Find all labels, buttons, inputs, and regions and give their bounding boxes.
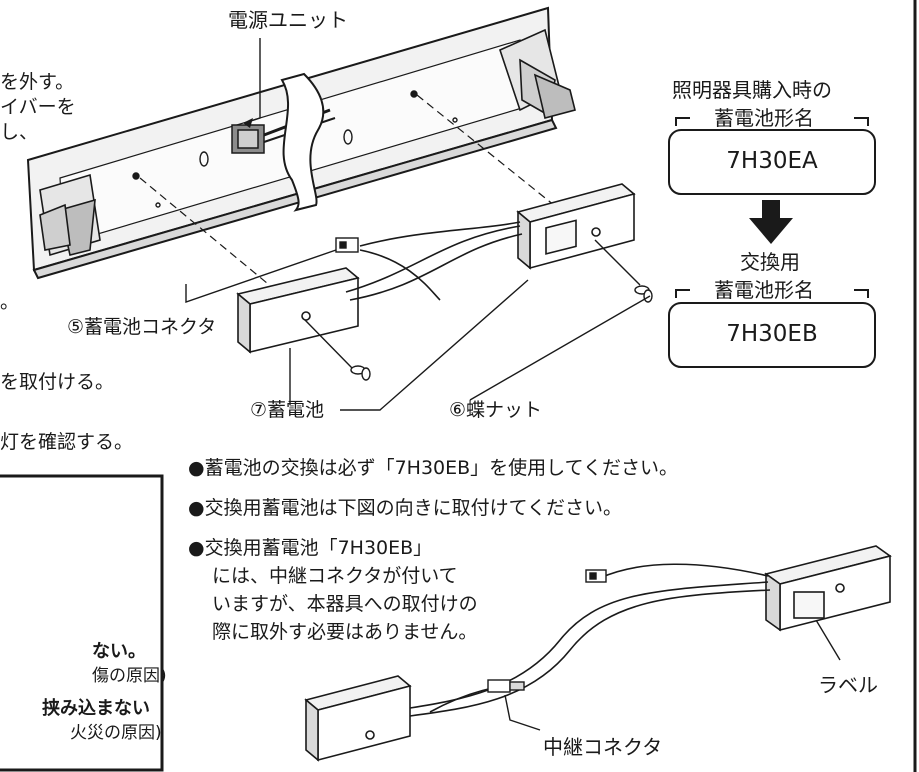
note-relay-2: には、中継コネクタが付いて: [212, 565, 458, 587]
chassis-holes: [132, 90, 458, 208]
relay-connector: [487, 569, 607, 693]
note-relay-3: いますが、本器具への取付けの: [212, 593, 478, 615]
callout-battery: ⑦蓄電池: [250, 399, 325, 421]
bracket-marks: [675, 117, 869, 298]
step-text-cutoff-5: を取付ける。: [0, 371, 115, 393]
warning-line-4: 火災の原因): [70, 723, 162, 743]
note-relay-4: 際に取外す必要はありません。: [212, 621, 478, 643]
model-original-value: 7H30EA: [726, 148, 818, 174]
note-orientation: ●交換用蓄電池は下図の向きに取付けてください。: [188, 497, 623, 519]
battery-upper-left: [236, 267, 360, 354]
wing-nuts: [304, 239, 653, 381]
warning-line-3: 挟み込まない: [42, 698, 150, 719]
callout-relay-connector: 中継コネクタ: [543, 735, 663, 759]
model-replace-title-1: 交換用: [740, 250, 800, 274]
warning-box-frame: [0, 474, 164, 772]
battery-lower-right: [764, 545, 892, 632]
leader-lines: [185, 38, 841, 731]
battery-connector: [335, 237, 359, 253]
step-text-cutoff-1: を外す。: [0, 71, 75, 93]
callout-wing-nut: ⑥蝶ナット: [449, 399, 543, 421]
battery-lower-left: [304, 675, 412, 762]
model-original-title-2: 蓄電池形名: [714, 106, 814, 130]
battery-cables: [345, 221, 523, 301]
callout-battery-connector: ⑤蓄電池コネクタ: [67, 316, 217, 338]
warning-line-1: ない。: [92, 641, 146, 662]
leader-arrow: [243, 118, 253, 128]
model-replace-title-2: 蓄電池形名: [714, 278, 814, 302]
model-replace-value: 7H30EB: [726, 321, 818, 347]
warning-line-2: 傷の原因): [92, 666, 167, 686]
step-text-cutoff-2: イバーを: [0, 96, 76, 118]
break-mark: [280, 72, 325, 212]
battery-upper-right: [516, 183, 636, 270]
note-relay-1: ●交換用蓄電池「7H30EB」: [188, 537, 433, 559]
note-use-model: ●蓄電池の交換は必ず「7H30EB」を使用してください。: [188, 457, 679, 479]
step-text-cutoff-6: 灯を確認する。: [0, 431, 134, 453]
step-text-cutoff-4: 。: [0, 291, 20, 313]
step-text-cutoff-3: し、: [0, 121, 39, 143]
bracket-left: [39, 173, 101, 257]
bracket-right: [499, 28, 576, 119]
power-unit-label: 電源ユニット: [228, 8, 348, 32]
down-arrow: [749, 200, 793, 244]
model-panel-frames: [668, 129, 876, 368]
callout-label: ラベル: [818, 673, 878, 697]
model-original-title-1: 照明器具購入時の: [672, 78, 832, 102]
